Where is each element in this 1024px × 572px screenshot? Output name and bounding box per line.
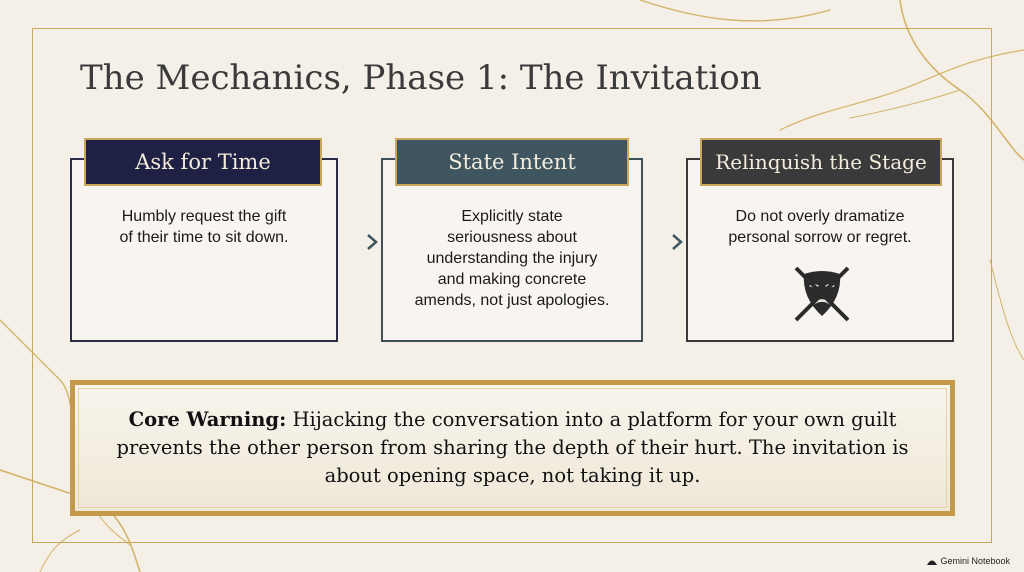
- slide-frame: [32, 28, 992, 543]
- crossed-out-mask-icon: [794, 266, 850, 322]
- card-body: Humbly request the gift of their time to…: [119, 208, 289, 246]
- brand-label: Gemini Notebook: [940, 556, 1010, 566]
- core-warning-label: Core Warning:: [128, 408, 287, 431]
- slide-title: The Mechanics, Phase 1: The Invitation: [80, 58, 762, 98]
- core-warning-text: Core Warning: Hijacking the conversation…: [103, 406, 923, 490]
- card-body: Explicitly state seriousness about under…: [414, 208, 610, 309]
- card-state-intent: State Intent Explicitly state seriousnes…: [381, 138, 643, 342]
- core-warning-box: Core Warning: Hijacking the conversation…: [70, 380, 955, 516]
- card-ask-for-time: Ask for Time Humbly request the gift of …: [70, 138, 338, 342]
- arrow-right-icon: [644, 234, 683, 250]
- core-warning-body: Hijacking the conversation into a platfo…: [116, 408, 909, 487]
- notebook-logo-icon: [927, 560, 938, 565]
- arrow-right-icon: [339, 234, 378, 250]
- card-header: State Intent: [395, 138, 629, 186]
- card-header: Ask for Time: [84, 138, 322, 186]
- card-body: Do not overly dramatize personal sorrow …: [728, 208, 912, 246]
- brand-watermark: Gemini Notebook: [927, 556, 1010, 566]
- card-header: Relinquish the Stage: [700, 138, 942, 186]
- card-relinquish-the-stage: Relinquish the Stage Do not overly drama…: [686, 138, 954, 342]
